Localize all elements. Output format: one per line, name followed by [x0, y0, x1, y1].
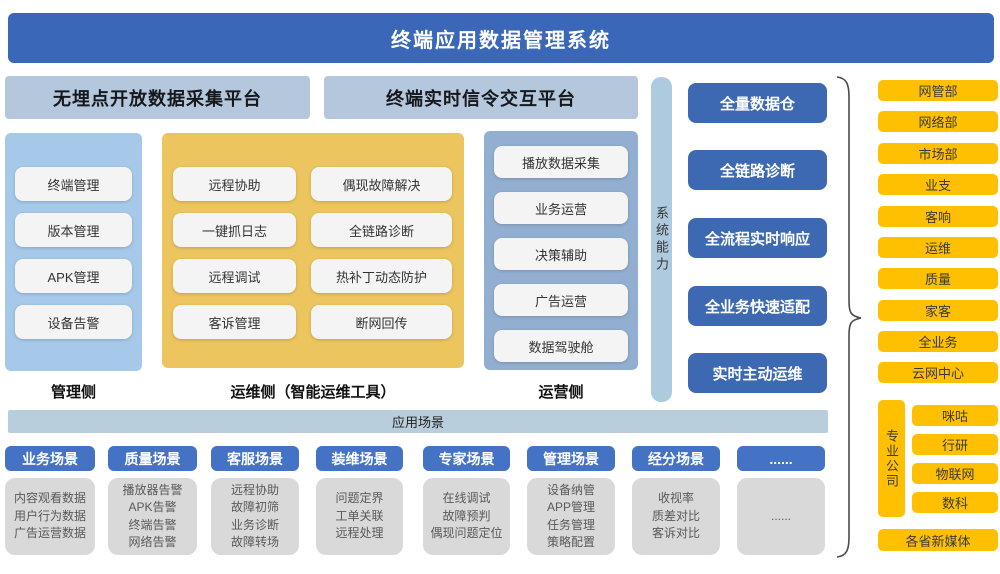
department-box: 云网中心	[878, 362, 998, 383]
platform-header-signaling: 终端实时信令交互平台	[324, 76, 638, 119]
platform-header-data-collection: 无埋点开放数据采集平台	[5, 76, 310, 119]
curly-brace	[836, 76, 862, 558]
scene-box-quality: 播放器告警 APK告警 终端告警 网络告警	[108, 478, 197, 555]
scene-header-install: 装维场景	[316, 446, 403, 471]
maintenance-item: 客诉管理	[173, 305, 296, 339]
capability-button: 全链路诊断	[688, 150, 827, 190]
operation-panel: 播放数据采集 业务运营 决策辅助 广告运营 数据驾驶舱	[484, 131, 638, 370]
operation-item: 播放数据采集	[494, 146, 628, 178]
maintenance-item: 一键抓日志	[173, 213, 296, 247]
scene-box-more: ......	[737, 478, 825, 555]
scene-header-analysis: 经分场景	[632, 446, 720, 471]
scene-header-business: 业务场景	[5, 446, 95, 471]
management-item: APK管理	[15, 259, 132, 293]
department-box: 客响	[878, 206, 998, 227]
scene-header-more: ......	[737, 446, 825, 471]
management-panel: 终端管理 版本管理 APK管理 设备告警	[5, 133, 142, 371]
maintenance-column-left: 远程协助 一键抓日志 远程调试 客诉管理	[173, 167, 296, 339]
scene-box-install: 问题定界 工单关联 远程处理	[316, 478, 403, 555]
operation-item: 决策辅助	[494, 238, 628, 270]
provincial-media-box: 各省新媒体	[878, 529, 998, 551]
scene-box-service: 远程协助 故障初筛 业务诊断 故障转场	[211, 478, 299, 555]
department-box: 运维	[878, 237, 998, 258]
department-box: 家客	[878, 300, 998, 321]
department-box: 质量	[878, 268, 998, 289]
scene-box-management: 设备纳管 APP管理 任务管理 策略配置	[527, 478, 615, 555]
professional-company-label: 专业公司	[878, 400, 905, 517]
capability-button: 全业务快速适配	[688, 286, 827, 326]
maintenance-item: 全链路诊断	[311, 213, 452, 247]
scene-header-expert: 专家场景	[423, 446, 510, 471]
scene-header-management: 管理场景	[527, 446, 615, 471]
maintenance-item: 偶现故障解决	[311, 167, 452, 201]
operation-item: 广告运营	[494, 284, 628, 316]
professional-company-box: 行研	[912, 434, 998, 455]
scene-box-business: 内容观看数据 用户行为数据 广告运营数据	[5, 478, 95, 555]
capability-button: 实时主动运维	[688, 353, 827, 393]
maintenance-item: 断网回传	[311, 305, 452, 339]
management-item: 设备告警	[15, 305, 132, 339]
scene-header-quality: 质量场景	[108, 446, 197, 471]
department-box: 全业务	[878, 331, 998, 352]
maintenance-item: 热补丁动态防护	[311, 259, 452, 293]
capability-button: 全量数据仓	[688, 83, 827, 123]
operation-item: 业务运营	[494, 192, 628, 224]
capability-button: 全流程实时响应	[688, 218, 827, 258]
scene-box-analysis: 收视率 质差对比 客诉对比	[632, 478, 720, 555]
maintenance-column-right: 偶现故障解决 全链路诊断 热补丁动态防护 断网回传	[311, 167, 452, 339]
operation-panel-label: 运营侧	[538, 383, 584, 401]
scene-header-service: 客服场景	[211, 446, 299, 471]
page-title: 终端应用数据管理系统	[8, 13, 994, 63]
operation-item: 数据驾驶舱	[494, 330, 628, 362]
management-item: 终端管理	[15, 167, 132, 201]
scene-box-expert: 在线调试 故障预判 偶现问题定位	[423, 478, 510, 555]
department-box: 业支	[878, 174, 998, 195]
system-capability-bar: 系统能力	[651, 77, 672, 402]
maintenance-panel-label: 运维侧（智能运维工具）	[230, 383, 396, 401]
department-box: 网络部	[878, 111, 998, 132]
professional-company-box: 数科	[912, 492, 998, 513]
maintenance-item: 远程调试	[173, 259, 296, 293]
application-scenarios-bar: 应用场景	[8, 410, 828, 433]
management-panel-label: 管理侧	[50, 383, 96, 401]
department-box: 网管部	[878, 80, 998, 101]
maintenance-panel: 远程协助 一键抓日志 远程调试 客诉管理 偶现故障解决 全链路诊断 热补丁动态防…	[162, 133, 464, 368]
professional-company-box: 咪咕	[912, 405, 998, 426]
management-item: 版本管理	[15, 213, 132, 247]
department-box: 市场部	[878, 143, 998, 164]
maintenance-item: 远程协助	[173, 167, 296, 201]
professional-company-box: 物联网	[912, 463, 998, 484]
